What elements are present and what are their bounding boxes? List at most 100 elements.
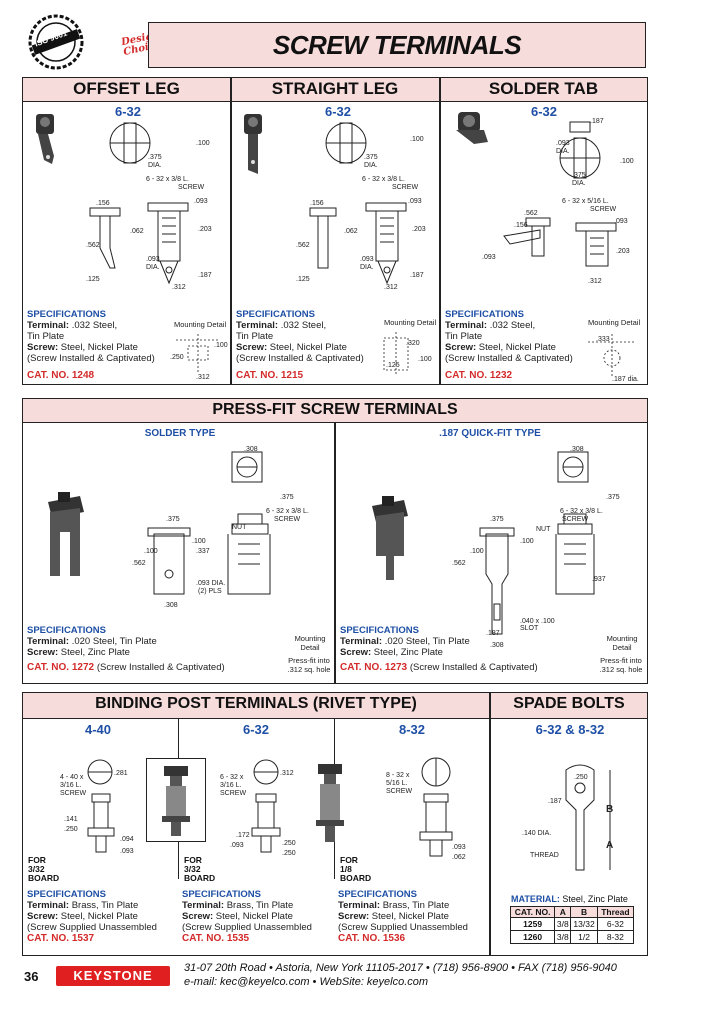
mounting-detail-label: Mounting Detail <box>588 318 641 327</box>
table-row: 1260 3/8 1/2 8-32 <box>509 930 635 944</box>
spec-value: .032 Steel, <box>280 320 327 331</box>
cat-no-label: CAT. NO. <box>182 933 225 944</box>
dim-label: (2) PLS <box>198 588 222 595</box>
dim-label: .250 <box>282 840 296 847</box>
dim-label: 6 - 32 x 5/16 L. <box>562 198 609 205</box>
dim-label: .312 <box>280 770 294 777</box>
dim-label: .312 <box>384 284 398 291</box>
dim-label: NUT <box>536 526 551 533</box>
dim-label: SCREW <box>60 790 87 797</box>
page-number: 36 <box>24 969 39 984</box>
dim-label: .125 <box>86 276 100 283</box>
specs-title: SPECIFICATIONS <box>340 625 419 636</box>
table-cell: 6-32 <box>596 917 635 931</box>
dim-label: .093 <box>120 848 134 855</box>
size-label: 8-32 <box>398 722 426 737</box>
dim-label: .562 <box>524 210 538 217</box>
dim-label: SCREW <box>178 184 205 191</box>
dim-label: .375 <box>364 154 378 161</box>
spec-label: Terminal: <box>340 636 383 647</box>
spec-value: Tin Plate <box>445 331 483 342</box>
dim-label: .100 <box>196 140 210 147</box>
spec-value: Steel, Nickel Plate <box>478 342 556 353</box>
dim-label: .375 <box>280 494 294 501</box>
dim-label: DIA. <box>360 264 374 271</box>
mounting-detail-drawing <box>383 332 409 376</box>
dim-label: .375 <box>606 494 620 501</box>
specs-block: SPECIFICATIONS Terminal: Brass, Tin Plat… <box>27 889 177 944</box>
dim-label: .308 <box>244 446 258 453</box>
dim-label: .187 <box>590 118 604 125</box>
spec-value: Tin Plate <box>236 331 274 342</box>
specs-title: SPECIFICATIONS <box>182 889 261 900</box>
specs-title: SPECIFICATIONS <box>338 889 417 900</box>
specs-block: SPECIFICATIONS Terminal: .032 Steel, Tin… <box>445 309 585 364</box>
dim-label: 4 - 40 x <box>60 774 84 781</box>
dim-label: .562 <box>86 242 100 249</box>
dim-label: SCREW <box>562 516 589 523</box>
dim-label: .562 <box>452 560 466 567</box>
table-cell: 1259 <box>509 917 556 931</box>
spec-value: .032 Steel, <box>71 320 118 331</box>
material-value: Steel, Zinc Plate <box>562 894 628 904</box>
dim-label: .040 x .100 SLOT <box>520 618 555 632</box>
offset-leg-drawing <box>89 122 189 285</box>
spade-header: SPADE BOLTS <box>513 695 625 712</box>
for-label: FOR <box>340 855 358 865</box>
dim-label: .100 <box>470 548 484 555</box>
mounting-detail-label: Mounting Detail <box>174 320 227 329</box>
spec-note: (Screw Supplied Unassembled <box>27 922 157 933</box>
dim-label: SCREW <box>392 184 419 191</box>
for-label: FOR <box>184 855 202 865</box>
dim-label: SCREW <box>220 790 247 797</box>
board-label: 3/32 BOARD <box>184 864 216 883</box>
specs-block: SPECIFICATIONS Terminal: .032 Steel, Tin… <box>236 309 376 364</box>
binding-post-header-band <box>23 693 489 719</box>
spec-label: Screw: <box>27 911 59 922</box>
specs-block: SPECIFICATIONS Terminal: Brass, Tin Plat… <box>182 889 332 944</box>
dim-label: .093 <box>614 218 628 225</box>
dim-label: 6 - 32 x <box>220 774 244 781</box>
dim-label: .250 <box>282 850 296 857</box>
dim-label: .375 <box>148 154 162 161</box>
dim-label: .308 <box>570 446 584 453</box>
cat-no-label: CAT. NO. <box>445 370 488 381</box>
spade-bolt-drawing <box>565 764 611 871</box>
board-label: 3/32 BOARD <box>28 864 60 883</box>
dim-label: .100 <box>144 548 158 555</box>
dim-label: .093 <box>360 256 374 263</box>
dim-label: 6 - 32 x 3/8 L. <box>362 176 405 183</box>
quick-fit-terminal-photo <box>372 496 408 580</box>
dim-label: .093 <box>452 844 466 851</box>
table-cell: 8-32 <box>596 930 635 944</box>
spade-bolts-frame <box>490 692 648 956</box>
dim-label: .337 <box>196 548 210 555</box>
press-fit-frame <box>22 398 648 684</box>
press-fit-header: PRESS-FIT SCREW TERMINALS <box>212 401 458 418</box>
spec-value: Brass, Tin Plate <box>226 900 294 911</box>
table-header: B <box>570 906 598 918</box>
mounting-detail-label: Mounting Detail <box>606 634 638 652</box>
dim-label: .312 <box>196 374 210 381</box>
table-header: A <box>554 906 572 918</box>
dim-label: .062 <box>130 228 144 235</box>
dim-label: .125 <box>296 276 310 283</box>
divider <box>230 78 232 384</box>
divider <box>439 78 441 384</box>
specs-title: SPECIFICATIONS <box>27 625 106 636</box>
dim-label: .100 <box>410 136 424 143</box>
dim-label: .140 DIA. <box>522 830 552 837</box>
dim-label: .250 <box>574 774 588 781</box>
specs-title: SPECIFICATIONS <box>445 309 524 320</box>
table-cell: 1260 <box>509 930 556 944</box>
spec-label: Terminal: <box>27 636 70 647</box>
spec-value: Steel, Nickel Plate <box>371 911 449 922</box>
dim-label: 3/16 L. <box>220 782 242 789</box>
offset-leg-terminal-photo <box>36 114 54 164</box>
binding-post-4-40-drawing <box>87 759 115 853</box>
footer-address: 31-07 20th Road • Astoria, New York 1110… <box>184 962 617 974</box>
press-fit-header-band <box>23 399 647 423</box>
dim-label: .250 <box>170 354 184 361</box>
dim-label: B <box>606 804 614 815</box>
cat-note: (Screw Installed & Captivated) <box>409 662 538 673</box>
